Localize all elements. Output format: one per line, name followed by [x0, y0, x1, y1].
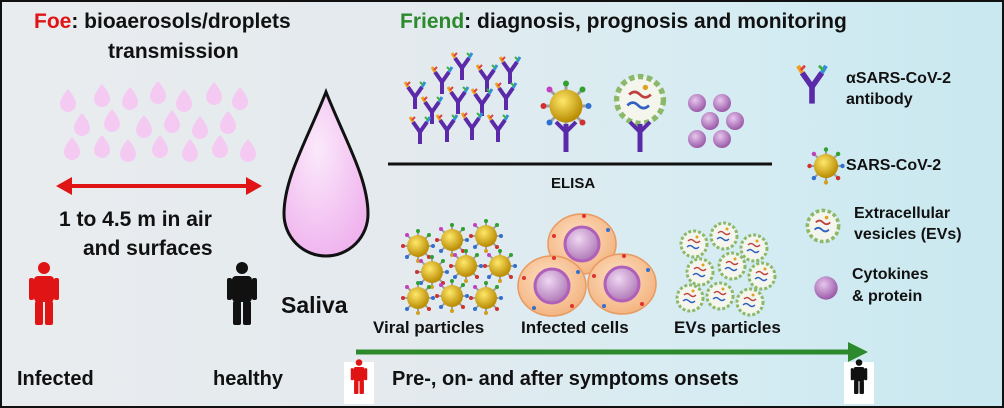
friend-heading: Friend: diagnosis, prognosis and monitor… [400, 10, 847, 34]
legend-antibody-line2: antibody [846, 91, 913, 108]
evs-particles-cluster [675, 221, 777, 317]
elisa-cytokines [688, 94, 744, 148]
timeline-arrow [356, 342, 868, 362]
legend-virus-icon [806, 146, 846, 186]
bioaerosol-droplets [60, 81, 256, 162]
friend-label: Friend [400, 10, 465, 33]
healthy-label: healthy [213, 368, 284, 390]
legend-cytokine-icon [814, 276, 838, 300]
healthy-person-icon [227, 262, 257, 325]
timeline-label: Pre-, on- and after symptoms onsets [392, 368, 739, 390]
viral-particles-cluster [400, 218, 518, 316]
viral-particles-label: Viral particles [373, 318, 485, 337]
friend-heading-rest: : diagnosis, prognosis and monitoring [464, 10, 847, 33]
elisa-label: ELISA [551, 175, 596, 192]
timeline-start-marker [344, 359, 374, 404]
legend-ev-line1: Extracellular [854, 205, 951, 222]
legend-antibody-icon [798, 66, 826, 104]
legend-cyto-line1: Cytokines [852, 266, 929, 283]
infected-cells-cluster [516, 212, 658, 318]
legend-vesicle-icon [805, 208, 841, 244]
distance-arrow [56, 177, 262, 195]
saliva-droplet-icon [282, 87, 370, 258]
distance-text-line2: and surfaces [83, 237, 213, 260]
foe-heading-line2: transmission [108, 40, 239, 63]
antibody-cluster [403, 51, 522, 146]
elisa-virus [539, 79, 593, 152]
infected-label: Infected [17, 368, 94, 390]
infected-person-icon [29, 262, 59, 325]
elisa-vesicle [617, 77, 664, 152]
legend-virus-label: SARS-CoV-2 [846, 157, 942, 174]
timeline-end-marker [844, 359, 874, 404]
infected-cells-label: Infected cells [521, 318, 629, 337]
distance-text-line1: 1 to 4.5 m in air [59, 208, 212, 231]
evs-particles-label: EVs particles [674, 318, 781, 337]
foe-heading-rest: : bioaerosols/droplets [71, 10, 291, 33]
saliva-label: Saliva [281, 292, 348, 318]
legend-ev-line2: vesicles (EVs) [854, 226, 962, 243]
foe-label: Foe [34, 10, 72, 33]
legend-antibody-line1: αSARS-CoV-2 [846, 70, 951, 87]
legend-cyto-line2: & protein [852, 288, 923, 305]
foe-heading: Foe: bioaerosols/droplets [34, 10, 291, 34]
